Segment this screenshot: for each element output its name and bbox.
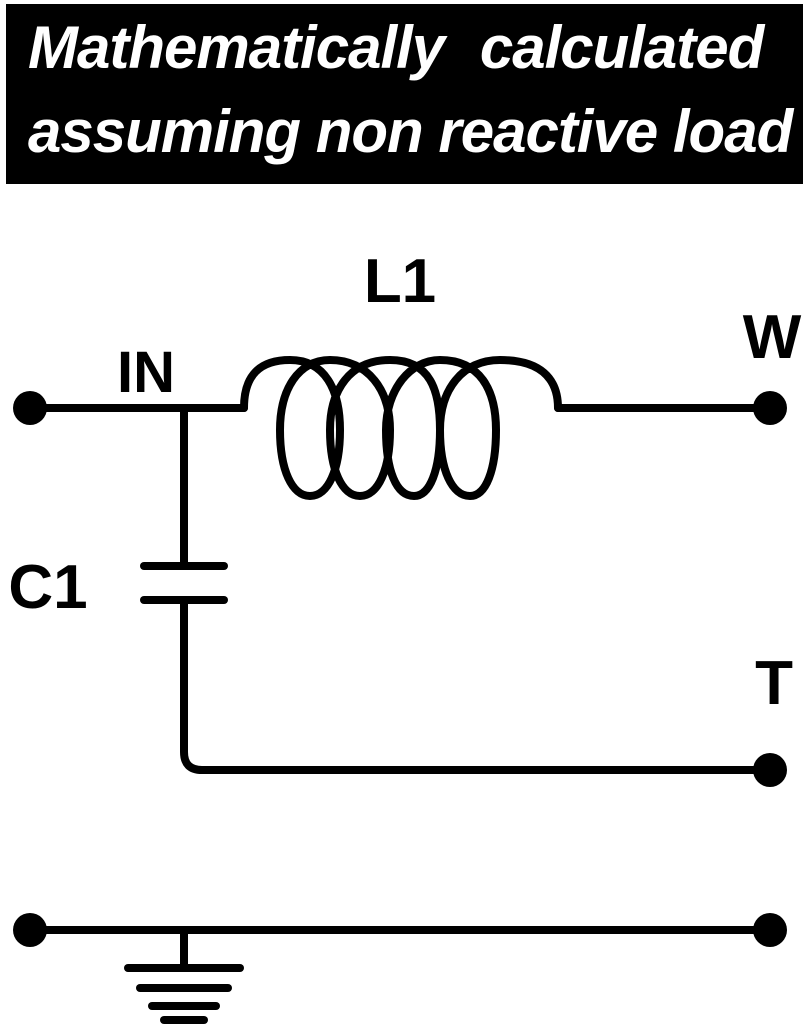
label-in: IN [117,340,175,405]
inductor-coil [240,356,562,500]
label-w: W [743,303,802,372]
capacitor-lead-bottom [180,600,772,774]
terminal-w-dot [753,391,787,425]
label-c1: C1 [8,553,87,622]
label-t: T [755,649,793,718]
terminal-t-dot [753,753,787,787]
title-line-1: Mathematically calculated [28,14,764,81]
terminal-in-dot [13,391,47,425]
ground-right-dot [753,913,787,947]
ground-left-dot [13,913,47,947]
label-l1: L1 [364,247,436,316]
title-banner: Mathematically calculated assuming non r… [6,4,803,184]
title-line-2: assuming non reactive load [28,98,793,165]
